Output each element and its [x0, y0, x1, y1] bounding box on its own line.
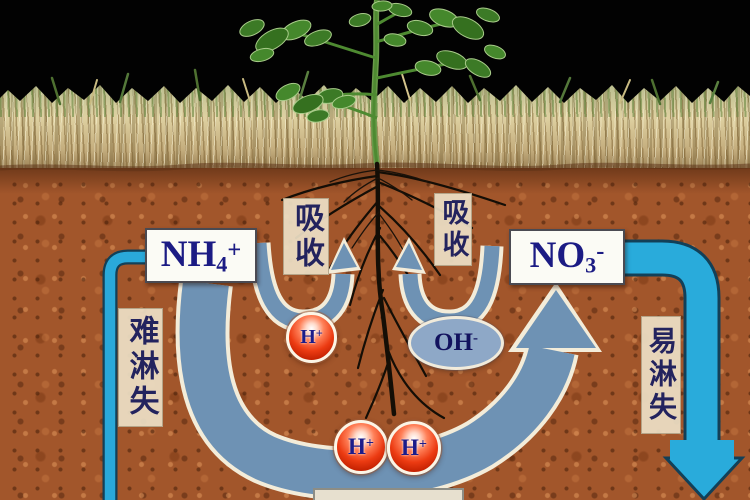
formula-base: NH — [160, 233, 217, 275]
easy-leach-text: 易淋失 — [646, 325, 677, 425]
hydrogen-ion-ball-upper: H+ — [286, 312, 337, 363]
formula-superscript: + — [227, 236, 242, 264]
leach-pipe-left — [102, 249, 150, 500]
plant-leaves — [239, 0, 506, 123]
absorb-label-right: 吸收 — [434, 193, 472, 266]
hard-leach-text: 难淋失 — [124, 315, 158, 420]
ion-text: H+ — [400, 435, 427, 460]
absorb-text: 吸收 — [438, 197, 469, 262]
easy-leach-label: 易淋失 — [641, 316, 681, 434]
hard-leach-label: 难淋失 — [118, 308, 163, 427]
grass-blades-icon — [50, 68, 720, 106]
ion-text: H+ — [300, 326, 323, 348]
hydroxide-ion-ellipse: OH- — [408, 316, 504, 370]
soil-boundary — [0, 162, 750, 172]
nitrification-arrow — [175, 279, 602, 500]
ion-text: H+ — [347, 434, 374, 459]
absorb-label-left: 吸收 — [283, 198, 329, 275]
formula-superscript: - — [596, 237, 605, 265]
ammonium-label-box: NH4+ — [145, 228, 257, 283]
plant — [239, 0, 506, 165]
hydrogen-ion-ball-bottom-1: H+ — [334, 420, 388, 474]
ion-text: OH- — [434, 329, 478, 356]
formula-base: NO — [529, 235, 586, 277]
root-system — [280, 161, 507, 420]
nitrate-formula: NO3- — [530, 237, 605, 277]
hydrogen-ion-ball-bottom-2: H+ — [387, 421, 441, 475]
ammonium-formula: NH4+ — [161, 236, 242, 276]
formula-subscript: 4 — [216, 251, 228, 277]
formula-subscript: 3 — [585, 252, 597, 278]
nitrate-label-box: NO3- — [509, 229, 625, 285]
bottom-cutoff-box — [313, 488, 464, 500]
leach-arrow-right — [620, 239, 746, 500]
absorb-text: 吸收 — [290, 201, 323, 272]
